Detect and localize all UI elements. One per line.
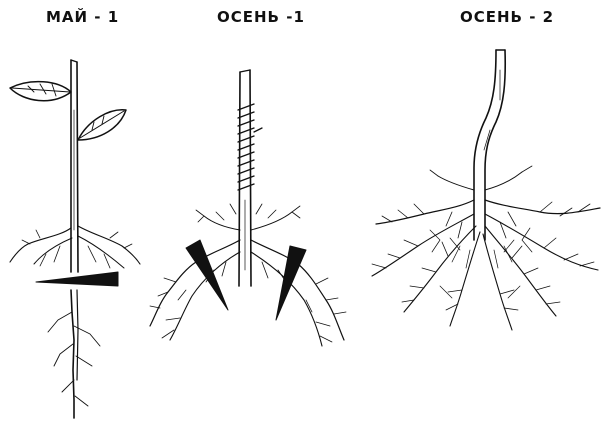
seedling-autumn-1 xyxy=(150,70,346,346)
seedling-may-1 xyxy=(10,60,140,418)
leaf-icon xyxy=(78,110,126,140)
leaf-icon xyxy=(10,82,71,101)
seedling-autumn-2 xyxy=(372,50,600,330)
